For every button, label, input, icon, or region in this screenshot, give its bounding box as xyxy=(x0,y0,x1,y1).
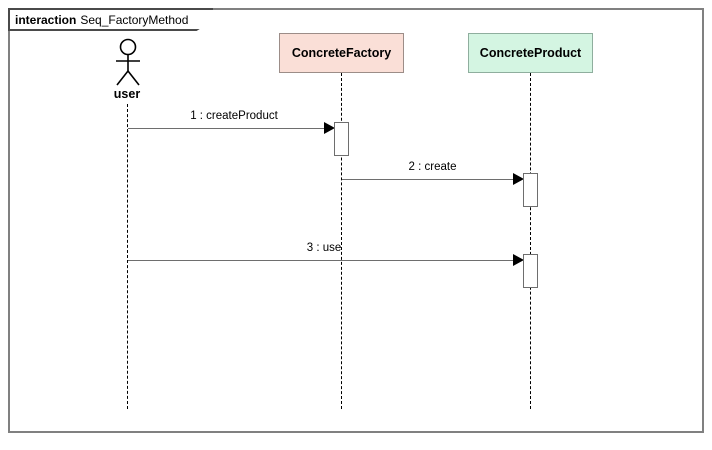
participant-concreteproduct-label: ConcreteProduct xyxy=(479,46,582,60)
message-3-line xyxy=(128,260,514,261)
message-2-arrowhead xyxy=(513,173,524,185)
message-1-line xyxy=(128,128,331,129)
message-1-arrowhead xyxy=(324,122,335,134)
activation-concretefactory-1 xyxy=(334,122,349,156)
interaction-frame-tab xyxy=(8,8,213,31)
activation-concreteproduct-2 xyxy=(523,173,538,207)
actor-user-icon xyxy=(110,38,146,93)
frame-name: Seq_FactoryMethod xyxy=(80,12,189,27)
interaction-frame xyxy=(8,8,704,433)
lifeline-user xyxy=(127,104,128,409)
message-1-label: 1 : createProduct xyxy=(190,110,278,122)
actor-stick-figure-svg xyxy=(116,38,140,86)
participant-concreteproduct[interactable]: ConcreteProduct xyxy=(468,33,593,73)
lifeline-concretefactory xyxy=(341,73,342,409)
message-3-arrowhead xyxy=(513,254,524,266)
interaction-frame-tab-label: interaction Seq_FactoryMethod xyxy=(8,8,213,31)
lifeline-concreteproduct xyxy=(530,73,531,409)
participant-concretefactory-label: ConcreteFactory xyxy=(291,46,392,60)
message-2-line xyxy=(342,179,514,180)
message-3-label: 3 : use xyxy=(306,242,342,254)
activation-concreteproduct-3 xyxy=(523,254,538,288)
actor-user-label: user xyxy=(113,87,141,101)
participant-concretefactory[interactable]: ConcreteFactory xyxy=(279,33,404,73)
frame-keyword: interaction xyxy=(15,12,77,27)
message-2-label: 2 : create xyxy=(408,161,457,173)
